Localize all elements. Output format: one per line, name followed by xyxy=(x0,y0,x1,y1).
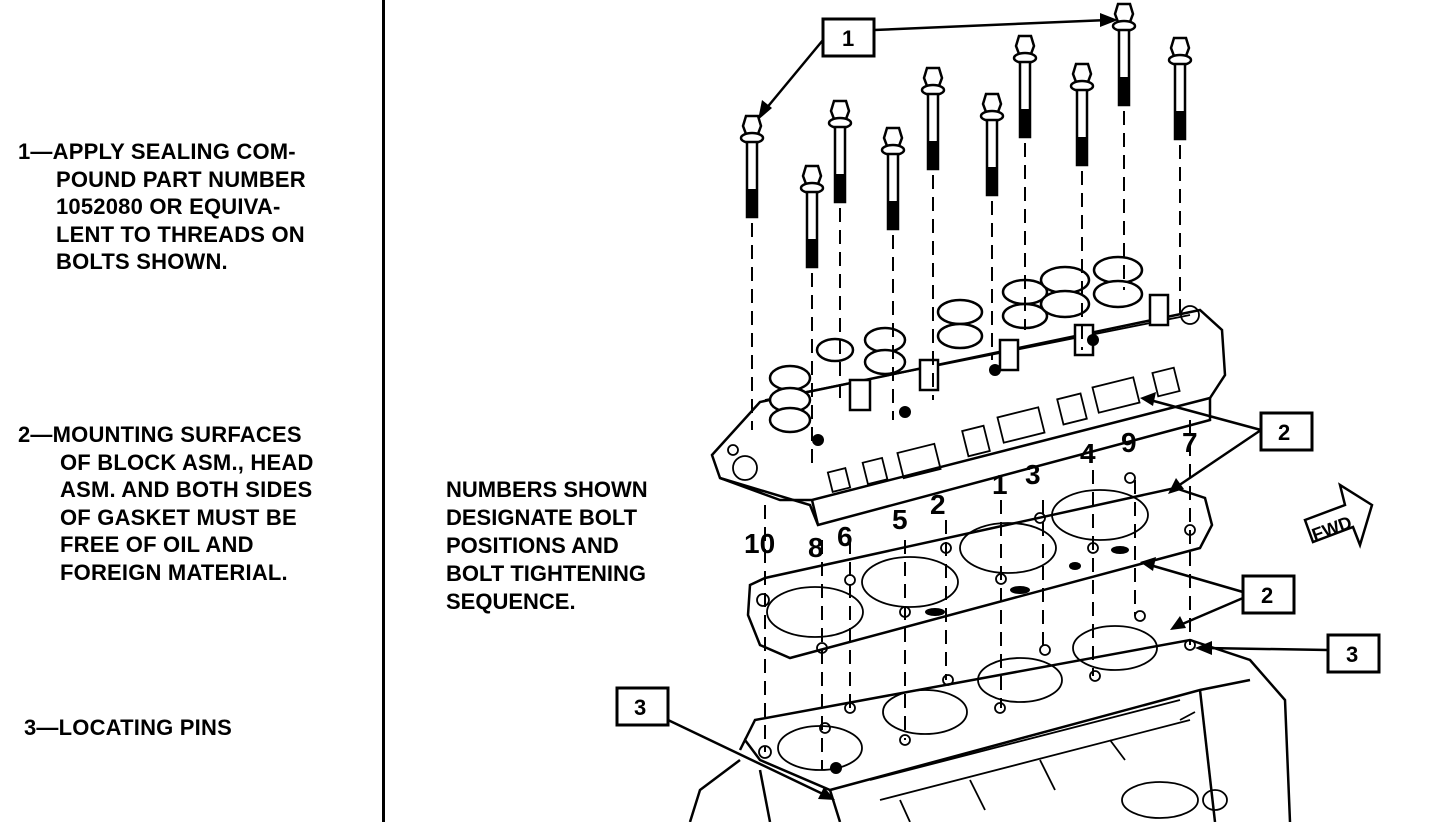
callout-3-left-label: 3 xyxy=(634,695,646,720)
bolt-seq-7: 7 xyxy=(1182,427,1198,458)
bolt-seq-4: 4 xyxy=(1080,438,1096,469)
note-line-1: NUMBERS SHOWN xyxy=(446,477,648,502)
head-bolt-4 xyxy=(880,126,906,420)
callout-2-upper-label: 2 xyxy=(1278,420,1290,445)
legend-2-line-6: FOREIGN MATERIAL. xyxy=(60,559,288,585)
callout-3-right: 3 xyxy=(1195,633,1381,674)
bolt-sequence-labels: 10 8 6 5 2 1 3 4 9 7 xyxy=(744,427,1198,563)
callout-3-right-label: 3 xyxy=(1346,642,1358,667)
legend-item-1: 1—APPLY SEALING COM- POUND PART NUMBER 1… xyxy=(18,138,306,276)
legend-3-line-1: 3—LOCATING PINS xyxy=(24,715,232,740)
bolt-seq-3: 3 xyxy=(1025,459,1041,490)
legend-2-line-1: 2—MOUNTING SURFACES xyxy=(18,422,302,447)
callout-1: 1 xyxy=(758,13,1118,120)
legend-item-3: 3—LOCATING PINS xyxy=(24,714,232,742)
callout-3-left: 3 xyxy=(615,686,835,800)
engine-block xyxy=(688,610,1292,822)
column-divider xyxy=(382,0,385,822)
note-line-4: BOLT TIGHTENING xyxy=(446,561,647,586)
head-bolt-6 xyxy=(979,92,1005,360)
alignment-lines xyxy=(764,420,1191,770)
note-line-3: POSITIONS AND xyxy=(446,533,619,558)
head-bolt-1 xyxy=(739,114,765,430)
legend-1-line-1: 1—APPLY SEALING COM- xyxy=(18,139,296,164)
head-bolt-2 xyxy=(799,164,825,470)
cylinder-head xyxy=(710,255,1227,527)
bolt-seq-8: 8 xyxy=(808,532,824,563)
callout-2-upper: 2 xyxy=(1140,392,1314,494)
head-bolt-10 xyxy=(1167,36,1193,320)
head-bolts xyxy=(739,2,1193,470)
bolt-seq-1: 1 xyxy=(992,469,1008,500)
callout-2-lower: 2 xyxy=(1140,557,1296,630)
forward-direction-arrow: FWD xyxy=(1303,482,1374,549)
callout-1-label: 1 xyxy=(842,26,854,51)
note-line-2: DESIGNATE BOLT xyxy=(446,505,638,530)
head-bolt-7 xyxy=(1012,34,1038,330)
sequence-note: NUMBERS SHOWN DESIGNATE BOLT POSITIONS A… xyxy=(446,476,648,616)
legend-2-line-5: FREE OF OIL AND xyxy=(60,532,254,557)
head-bolt-5 xyxy=(920,66,946,400)
legend-2-line-2: OF BLOCK ASM., HEAD xyxy=(60,449,314,475)
legend-1-line-2: POUND PART NUMBER xyxy=(56,166,306,192)
callout-2-lower-label: 2 xyxy=(1261,583,1273,608)
bolt-seq-10: 10 xyxy=(744,528,775,559)
legend-item-2: 2—MOUNTING SURFACES OF BLOCK ASM., HEAD … xyxy=(18,421,314,586)
bolt-seq-6: 6 xyxy=(837,521,853,552)
head-bolt-3 xyxy=(827,99,853,400)
legend-1-line-3: 1052080 OR EQUIVA- xyxy=(56,194,281,219)
head-bolt-9 xyxy=(1111,2,1137,290)
bolt-seq-2: 2 xyxy=(930,489,946,520)
note-line-5: SEQUENCE. xyxy=(446,589,576,614)
bolt-seq-5: 5 xyxy=(892,504,908,535)
legend-2-line-3: ASM. AND BOTH SIDES xyxy=(60,477,313,502)
head-bolt-8 xyxy=(1069,62,1095,350)
valve-train xyxy=(768,255,1200,446)
legend-2-line-4: OF GASKET MUST BE xyxy=(60,504,297,530)
head-gasket xyxy=(746,472,1214,660)
legend-1-line-4: LENT TO THREADS ON xyxy=(56,221,305,247)
legend-1-line-5: BOLTS SHOWN. xyxy=(56,249,228,274)
bolt-seq-9: 9 xyxy=(1121,427,1137,458)
